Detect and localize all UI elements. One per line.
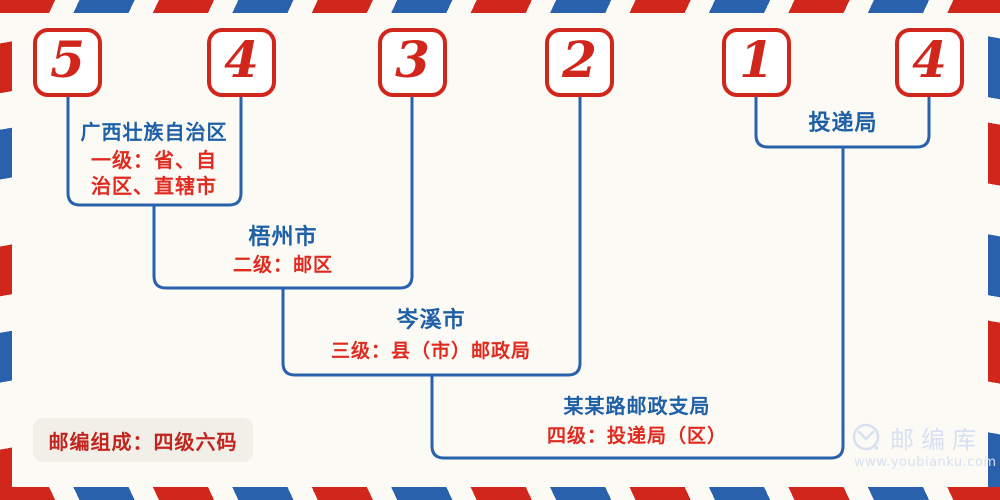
watermark-url: www.youbianku.com [854, 455, 997, 470]
digit-box-4: 2 [545, 28, 614, 97]
level1-desc-line1: 一级：省、自 [91, 148, 217, 172]
airmail-border-top [0, 0, 1000, 13]
bracket-level4 [430, 147, 845, 460]
delivery-office-label: 投递局 [808, 111, 878, 136]
digit-box-3: 3 [378, 28, 447, 97]
level2-desc: 二级：邮区 [232, 254, 334, 276]
airmail-border-left [0, 13, 12, 487]
airmail-border-right [988, 13, 1000, 487]
envelope-icon [852, 423, 880, 450]
digit-box-2: 4 [207, 28, 276, 97]
level2-name: 梧州市 [248, 225, 318, 250]
watermark: 邮编库 www.youbianku.com [852, 420, 997, 470]
digit-box-1: 5 [33, 28, 102, 97]
level4-desc: 四级：投递局（区） [546, 425, 728, 447]
watermark-brand: 邮编库 [890, 426, 983, 454]
level4-name: 某某路邮政支局 [563, 394, 711, 418]
level3-name: 岑溪市 [396, 308, 466, 333]
postal-composition-text: 邮编组成：四级六码 [48, 429, 238, 454]
digit-box-5: 1 [722, 28, 791, 97]
level3-desc: 三级：县（市）邮政局 [330, 340, 532, 362]
airmail-border-bottom [0, 487, 1000, 500]
level1-name: 广西壮族自治区 [80, 120, 228, 144]
digit-box-6: 4 [895, 28, 964, 97]
bracket-delivery [754, 97, 931, 149]
level1-desc-line2: 治区、直辖市 [91, 174, 217, 198]
postal-composition-badge: 邮编组成：四级六码 [33, 418, 253, 462]
